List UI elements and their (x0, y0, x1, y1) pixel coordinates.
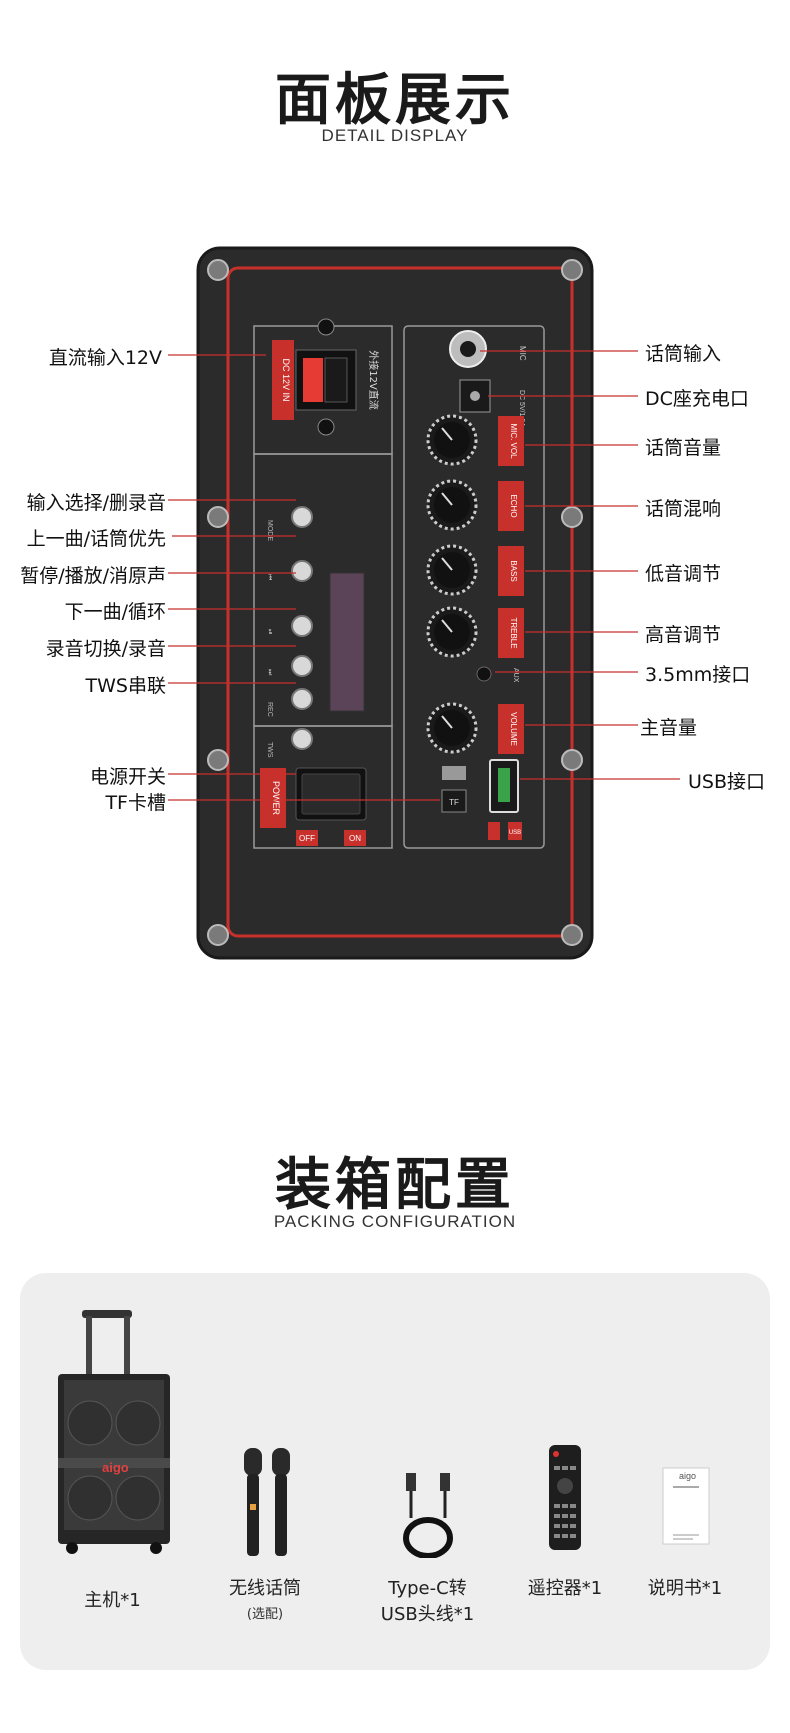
pack-label-speaker: 主机*1 (84, 1590, 141, 1611)
dc-label-plate (272, 340, 294, 420)
off-text: OFF (299, 834, 315, 843)
cable-icon (403, 1473, 453, 1559)
callout-tf-slot: TF卡槽 (105, 792, 166, 814)
cable-label-line1: Type-C转 (388, 1578, 467, 1599)
play-label: ⏯ (266, 629, 273, 635)
red-terminal-clip (303, 358, 323, 402)
pack-item-cable: Type-C转 USB头线*1 (360, 1308, 495, 1638)
callout-rec: 录音切换/录音 (45, 638, 166, 660)
mic-vol-label: MIC. VOL (509, 423, 518, 459)
remote-icon (549, 1445, 581, 1550)
callout-treble: 高音调节 (645, 624, 722, 646)
callout-aux: 3.5mm接口 (645, 664, 751, 686)
pack-item-remote: 遥控器*1 (520, 1308, 610, 1638)
callout-main-volume: 主音量 (640, 717, 698, 739)
panel-section-subtitle: DETAIL DISPLAY (321, 126, 469, 145)
pack-item-manual: aigo 说明书*1 (635, 1308, 735, 1638)
packing-section-title: 装箱配置 (275, 1153, 515, 1218)
callout-usb: USB接口 (688, 771, 766, 793)
usb-symbol (442, 766, 466, 780)
tf-text: TF (449, 798, 459, 807)
callout-prev-track: 上一曲/话筒优先 (26, 528, 166, 550)
mic-label-main: 无线话筒 (229, 1578, 301, 1599)
screw-icons (207, 259, 583, 946)
prev-label: ⏮ (266, 574, 273, 580)
on-text: ON (349, 834, 361, 843)
callout-mic-input: 话筒输入 (645, 343, 722, 365)
bass-label: BASS (509, 560, 518, 581)
callout-dc-charge: DC座充电口 (645, 388, 749, 410)
usb-text: USB (509, 830, 521, 836)
mode-button (291, 506, 313, 528)
callout-next-track: 下一曲/循环 (64, 601, 166, 623)
packing-section-subtitle: PACKING CONFIGURATION (273, 1212, 517, 1231)
panel-section-title: 面板展示 (275, 68, 515, 133)
knobs (426, 414, 478, 754)
tf-slot (441, 789, 467, 813)
callout-input-select: 输入选择/删录音 (26, 492, 166, 514)
pack-item-speaker: aigo 主机*1 (50, 1308, 175, 1638)
led-display (329, 572, 365, 712)
dc-terminal-label: 外接12V直流 (367, 350, 380, 410)
mode-label: MODE (266, 520, 273, 541)
microphone-icon (244, 1448, 290, 1556)
prev-button (291, 560, 313, 582)
pack-label-microphones: 无线话筒 (选配) (210, 1576, 320, 1628)
callout-power-switch: 电源开关 (89, 766, 166, 788)
rec-button (291, 688, 313, 710)
speaker-icon (58, 1310, 170, 1554)
mic-text: MIC (518, 346, 527, 361)
next-button (291, 655, 313, 677)
callout-mic-echo: 话筒混响 (645, 498, 722, 520)
pack-label-remote: 遥控器*1 (527, 1578, 603, 1599)
power-text: POWER (271, 781, 281, 816)
dc-in-text: DC 5V/1.5A (518, 390, 525, 427)
aux-jack (476, 666, 492, 682)
next-label: ⏭ (266, 669, 273, 676)
pack-item-microphones: 无线话筒 (选配) (210, 1308, 320, 1638)
play-pause-button (291, 615, 313, 637)
callout-dc-input: 直流输入12V (48, 347, 162, 369)
rec-label: REC (266, 702, 273, 717)
aux-text: AUX (512, 668, 519, 683)
manual-icon (662, 1467, 710, 1545)
callout-tws: TWS串联 (85, 675, 166, 697)
pack-label-manual: 说明书*1 (647, 1578, 723, 1599)
function-buttons (291, 506, 313, 750)
callout-bass: 低音调节 (645, 563, 722, 585)
speaker-brand-logo: aigo (102, 1460, 129, 1475)
treble-label: TREBLE (509, 617, 518, 648)
dc-left-text: DC 12V IN (281, 358, 291, 401)
callout-mic-volume: 话筒音量 (645, 437, 722, 459)
control-panel-diagram: DC 12V IN 外接12V直流 MODE ⏮ ⏯ ⏭ REC TWS POW… (168, 246, 680, 960)
cable-label-line2: USB头线*1 (380, 1604, 475, 1625)
echo-label: ECHO (509, 494, 518, 517)
callout-play-pause: 暂停/播放/消原声 (20, 565, 166, 587)
manual-brand-logo: aigo (679, 1471, 697, 1481)
mic-label-note: (选配) (246, 1607, 284, 1622)
pack-label-cable: Type-C转 USB头线*1 (360, 1576, 495, 1628)
tws-button (291, 728, 313, 750)
packing-list-panel: aigo 主机*1 无线话筒 (选配) Type-C转 USB头线*1 (20, 1273, 770, 1670)
tws-label: TWS (266, 742, 273, 758)
volume-label: VOLUME (509, 712, 518, 746)
